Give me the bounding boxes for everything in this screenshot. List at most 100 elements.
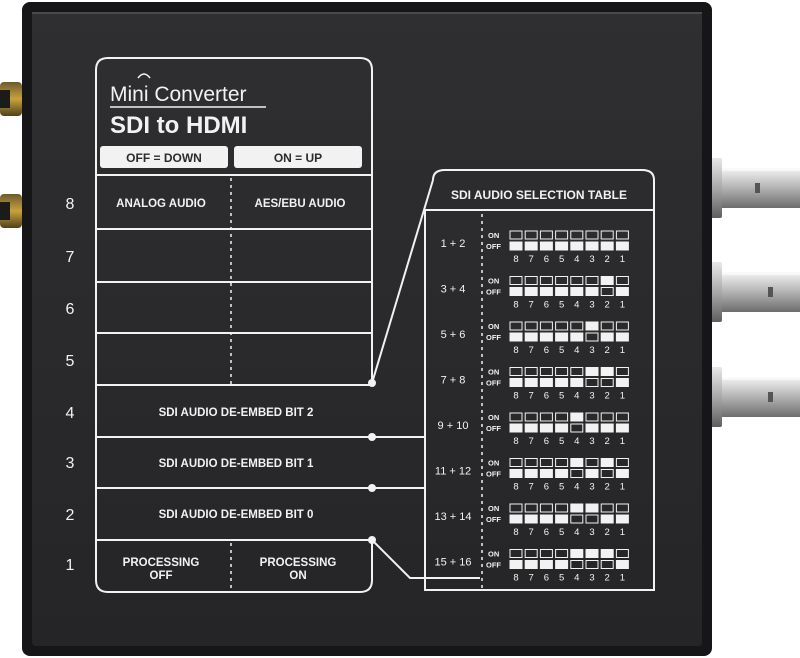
dip-switch-off-cell: [509, 469, 523, 478]
dip-switch-off-cell: [585, 378, 599, 387]
dip-switch-on-cell: [539, 412, 553, 422]
dip-switch-on-cell: [570, 230, 584, 240]
dip-switch-on-cell: [524, 367, 538, 376]
selection-row-channels: 13 + 14: [434, 511, 471, 523]
dip-switch-number: 1: [620, 254, 625, 265]
switch-number-6: 6: [66, 301, 75, 318]
dip-switch-off-cell: [615, 423, 629, 433]
selection-row-off-label: OFF: [486, 379, 501, 388]
selection-row-on-label: ON: [488, 413, 499, 422]
dip-switch-on-cell: [555, 230, 569, 240]
dip-switch-on-cell: [570, 276, 584, 285]
dip-switch-number: 6: [544, 345, 549, 356]
dip-switch-on-cell: [555, 549, 569, 558]
audio-jack-1[interactable]: [0, 82, 22, 116]
switch-numbers: 8 7 6 5 4 3 2 1: [66, 196, 75, 574]
dip-switch-off-cell: [600, 469, 614, 478]
dip-switch-number: 8: [513, 345, 518, 356]
dip-switch-number: 8: [513, 436, 518, 447]
dip-switch-off-cell: [570, 287, 584, 296]
dip-switch-off-cell: [524, 514, 538, 524]
dip-switch-number: 1: [620, 300, 625, 311]
dip-switch-off-cell: [509, 560, 523, 569]
dip-switch-on-cell: [555, 367, 569, 376]
dip-switch-number: 7: [529, 391, 534, 402]
dip-switch-on-cell: [600, 503, 614, 513]
dip-switch-number: 3: [589, 254, 594, 265]
dip-switch-off-cell: [539, 287, 553, 296]
audio-jack-2[interactable]: [0, 194, 22, 228]
dip-switch-number: 4: [574, 300, 579, 311]
dip-switch-on-cell: [570, 367, 584, 376]
column-aes-ebu-audio: AES/EBU AUDIO: [255, 198, 346, 210]
dip-switch-on-cell: [615, 458, 629, 467]
dip-switch-number: 2: [605, 436, 610, 447]
dip-switch-on-cell: [570, 549, 584, 558]
selection-row-on-label: ON: [488, 231, 499, 240]
dip-switch-on-cell: [524, 276, 538, 285]
dip-switch-off-cell: [509, 241, 523, 251]
dip-switch-off-cell: [600, 514, 614, 524]
dip-switch-number: 3: [589, 436, 594, 447]
dip-switch-on-cell: [585, 549, 599, 558]
selection-row-channels: 5 + 6: [441, 329, 466, 341]
dip-switch-on-cell: [509, 367, 523, 376]
dip-switch-on-cell: [615, 367, 629, 376]
dip-switch-number: 8: [513, 254, 518, 265]
selection-row-on-label: ON: [488, 550, 499, 559]
dip-switch-number: 7: [529, 254, 534, 265]
dip-switch-on-cell: [585, 503, 599, 513]
selection-row-channels: 7 + 8: [441, 375, 466, 387]
bnc-connector-1[interactable]: [708, 158, 800, 218]
dip-switch-off-cell: [509, 514, 523, 524]
switch-number-7: 7: [66, 249, 75, 266]
dip-switch-on-cell: [524, 549, 538, 558]
dip-switch-off-cell: [555, 287, 569, 296]
dip-switch-on-cell: [585, 321, 599, 331]
dip-switch-number: 7: [529, 527, 534, 538]
selection-row-on-label: ON: [488, 368, 499, 377]
dip-switch-off-cell: [509, 378, 523, 387]
dip-switch-number: 2: [605, 573, 610, 584]
dip-switch-number: 3: [589, 527, 594, 538]
dip-switch-number: 6: [544, 527, 549, 538]
dip-switch-number: 5: [559, 436, 564, 447]
dip-switch-off-cell: [555, 469, 569, 478]
brand-arc-icon: [137, 73, 151, 79]
selection-row-on-label: ON: [488, 277, 499, 286]
dip-switch-on-cell: [509, 549, 523, 558]
dip-switch-off-cell: [585, 241, 599, 251]
dip-switch-number: 6: [544, 254, 549, 265]
dip-switch-on-cell: [615, 412, 629, 422]
dip-switch-on-cell: [600, 230, 614, 240]
dip-switch-number: 6: [544, 300, 549, 311]
dip-switch-on-cell: [615, 230, 629, 240]
dip-switch-on-cell: [570, 321, 584, 331]
dip-switch-off-cell: [524, 560, 538, 569]
dip-switch-off-cell: [539, 332, 553, 342]
dip-switch-number: 1: [620, 482, 625, 493]
selection-row-channels: 1 + 2: [441, 238, 466, 250]
dip-switch-off-cell: [600, 332, 614, 342]
dip-switch-number: 7: [529, 573, 534, 584]
row-label-bit1: SDI AUDIO DE-EMBED BIT 1: [159, 458, 314, 470]
bnc-connector-3[interactable]: [708, 367, 800, 427]
dip-switch-off-cell: [524, 332, 538, 342]
selection-table-title: SDI AUDIO SELECTION TABLE: [451, 188, 627, 202]
dip-switch-number: 2: [605, 300, 610, 311]
dip-switch-number: 3: [589, 391, 594, 402]
dip-switch-off-cell: [600, 423, 614, 433]
dip-switch-number: 7: [529, 300, 534, 311]
switch-number-5: 5: [66, 353, 75, 370]
dip-switch-on-cell: [524, 230, 538, 240]
on-up-label: ON = UP: [274, 151, 322, 165]
dip-switch-on-cell: [509, 276, 523, 285]
dip-switch-off-cell: [539, 514, 553, 524]
bnc-connector-2[interactable]: [708, 262, 800, 322]
dip-switch-off-cell: [524, 287, 538, 296]
selection-row-channels: 11 + 12: [435, 466, 471, 478]
dip-switch-number: 8: [513, 573, 518, 584]
dip-switch-off-cell: [615, 469, 629, 478]
brand-line2: SDI to HDMI: [110, 112, 247, 139]
